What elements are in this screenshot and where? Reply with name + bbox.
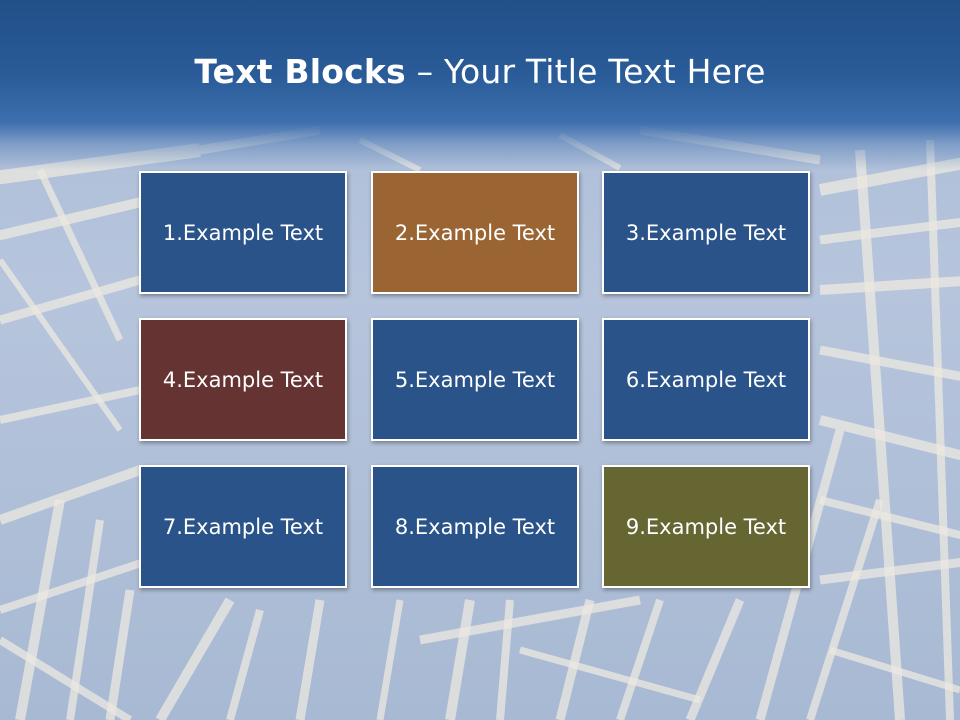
slide-title: Text Blocks – Your Title Text Here: [0, 52, 960, 91]
text-block-label: 9.Example Text: [625, 514, 787, 539]
text-block-8[interactable]: 8.Example Text: [371, 465, 579, 588]
text-block-label: 1.Example Text: [162, 220, 324, 245]
title-rest: – Your Title Text Here: [405, 52, 766, 91]
text-block-1[interactable]: 1.Example Text: [139, 171, 347, 294]
text-block-7[interactable]: 7.Example Text: [139, 465, 347, 588]
text-block-label: 8.Example Text: [394, 514, 556, 539]
text-block-label: 4.Example Text: [162, 367, 324, 392]
text-block-label: 3.Example Text: [625, 220, 787, 245]
title-bar: [0, 0, 960, 170]
text-block-6[interactable]: 6.Example Text: [602, 318, 810, 441]
title-bold: Text Blocks: [194, 52, 406, 91]
text-block-4[interactable]: 4.Example Text: [139, 318, 347, 441]
text-block-label: 5.Example Text: [394, 367, 556, 392]
text-block-9[interactable]: 9.Example Text: [602, 465, 810, 588]
text-block-5[interactable]: 5.Example Text: [371, 318, 579, 441]
text-block-label: 6.Example Text: [625, 367, 787, 392]
text-block-3[interactable]: 3.Example Text: [602, 171, 810, 294]
text-block-2[interactable]: 2.Example Text: [371, 171, 579, 294]
text-block-label: 2.Example Text: [394, 220, 556, 245]
text-block-label: 7.Example Text: [162, 514, 324, 539]
